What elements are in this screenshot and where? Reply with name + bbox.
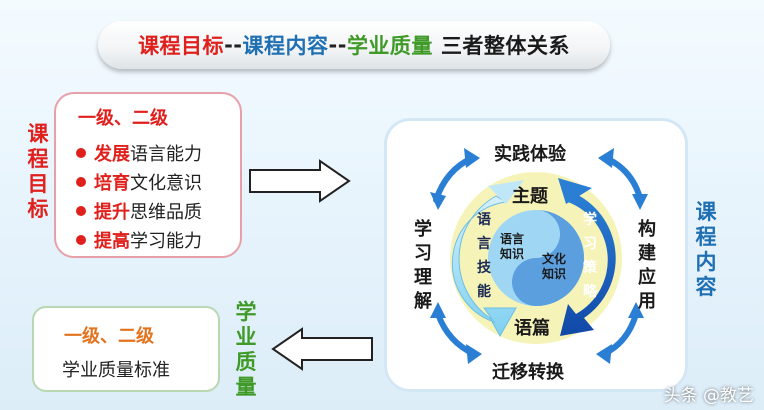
quality-level: 一级、二级 [64,326,154,347]
label-skills-char: 语 [477,212,491,228]
goals-side-char: 程 [27,147,49,171]
cycle-diagram [430,148,648,364]
quality-standard-text: 学业质量标准 [62,360,170,381]
goal-text: 文化意识 [130,173,202,194]
title-dash-2: -- [328,33,347,57]
label-strategies-char: 学 [583,212,597,228]
arrow-left-icon [271,327,373,371]
label-practice: 实践体验 [494,144,566,165]
label-skills-char: 言 [477,236,491,252]
quality-side-char: 量 [235,375,257,399]
content-side-char: 课 [695,200,717,224]
title-banner: 课程目标 -- 课程内容 -- 学业质量 三者整体关系 [98,21,610,69]
outer-arrowhead-right-bottom-icon [628,302,644,318]
bullet-dot-icon [76,177,86,187]
goal-keyword: 提升 [94,202,130,223]
title-dash-1: -- [224,33,243,57]
arrow-right-icon [249,159,351,203]
bullet-dot-icon [76,148,86,158]
goal-keyword: 培育 [94,173,130,194]
outer-arrowhead-right-top-icon [632,194,648,210]
goal-text: 思维品质 [130,202,202,223]
label-theme: 主题 [512,186,548,207]
label-strategies-char: 略 [583,284,597,300]
goals-box: 一级、二级 发展 语言能力 培育 文化意识 提升 思维品质 提高 学习能力 [54,92,242,258]
quality-side-label: 学 业 质 量 [234,300,258,400]
goal-keyword: 提高 [94,231,130,252]
label-application: 构 建 应 用 [636,218,658,314]
quality-standard-box: 一级、二级 学业质量标准 [32,306,220,392]
content-diagram-panel: 实践体验 迁移转换 主题 语篇 学 习 理 解 构 建 应 用 语 言 技 能 … [384,118,688,392]
label-skills: 语 言 技 能 [474,208,494,304]
goal-keyword: 发展 [94,144,130,165]
content-side-char: 内 [695,250,717,274]
skills-arrowhead-icon [488,180,524,204]
outer-arrowhead-top-left-icon [464,148,480,168]
title-content: 课程内容 [242,34,329,58]
goal-item: 培育 文化意识 [76,169,202,195]
outer-arrowhead-top-right-icon [598,148,614,168]
label-understanding-char: 理 [414,267,432,288]
goal-item: 发展 语言能力 [76,140,202,166]
label-application-char: 用 [638,291,656,312]
label-application-char: 构 [638,219,656,240]
goal-item: 提升 思维品质 [76,198,202,224]
outer-arrowhead-bottom-left-icon [466,344,482,364]
content-side-char: 容 [695,275,717,299]
label-understanding-char: 学 [414,219,432,240]
label-discourse: 语篇 [514,318,550,339]
watermark: 头条 @教艺 [663,386,754,406]
outer-arrowhead-bottom-right-icon [596,344,612,364]
label-skills-char: 技 [477,260,491,276]
strategies-arrowhead-icon [558,178,592,204]
label-transfer: 迁移转换 [492,362,564,383]
label-strategies-char: 策 [583,260,597,276]
title-goals: 课程目标 [138,34,225,58]
goals-side-char: 标 [27,197,49,221]
goal-text: 学习能力 [130,231,202,252]
goal-item: 提高 学习能力 [76,227,202,253]
title-quality: 学业质量 [346,34,433,58]
strategies-arrow [560,194,616,336]
bullet-dot-icon [76,235,86,245]
title-relation: 三者整体关系 [440,34,570,58]
outer-arrowhead-left-bottom-icon [430,302,446,318]
content-side-char: 程 [695,225,717,249]
center-swirl [512,210,584,306]
quality-side-char: 质 [235,350,257,374]
content-side-label: 课 程 内 容 [694,200,718,300]
label-language-knowledge-line: 知识 [500,247,525,261]
goals-side-char: 课 [27,122,49,146]
bullet-dot-icon [76,206,86,216]
label-understanding: 学 习 理 解 [412,218,434,314]
goals-side-label: 课 程 目 标 [26,122,50,222]
label-culture-knowledge-line: 知识 [542,267,567,281]
label-application-char: 应 [638,267,656,288]
label-strategies-char: 习 [583,236,597,252]
quality-side-char: 业 [235,325,257,349]
goals-level: 一级、二级 [78,108,168,129]
quality-side-char: 学 [235,300,257,324]
label-skills-char: 能 [477,284,491,300]
label-culture-knowledge-line: 文化 [542,252,567,266]
label-language-knowledge-line: 语言 [500,232,525,246]
label-understanding-char: 解 [414,291,432,312]
label-application-char: 建 [638,243,656,264]
label-language-knowledge: 语言 知识 [500,232,524,262]
goals-side-char: 目 [27,172,49,196]
label-culture-knowledge: 文化 知识 [542,252,566,282]
label-strategies: 学 习 策 略 [580,208,600,304]
goal-text: 语言能力 [130,144,202,165]
label-understanding-char: 习 [414,243,432,264]
outer-arrowhead-left-top-icon [430,192,446,210]
skills-arrow [451,195,517,338]
